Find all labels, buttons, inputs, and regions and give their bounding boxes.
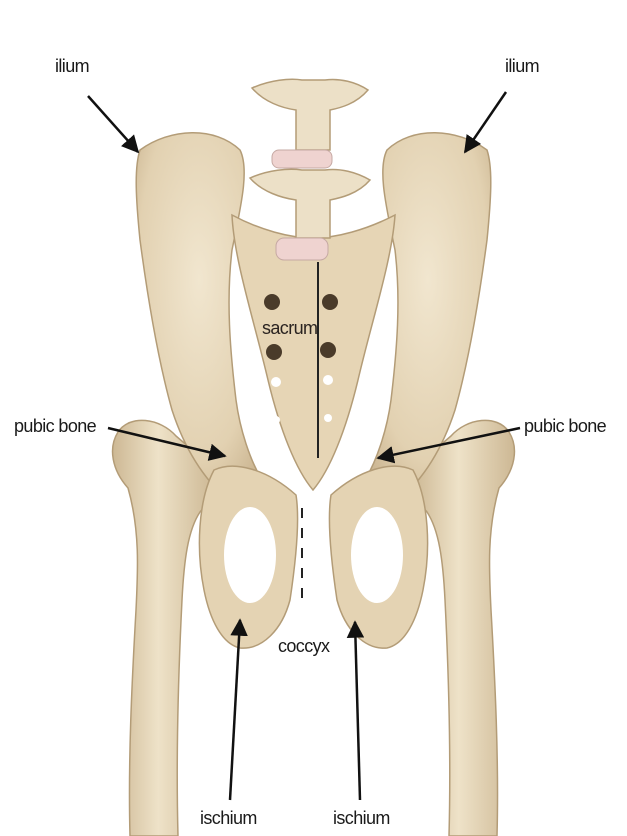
label-ilium-left: ilium (55, 56, 89, 76)
left-pubic-ischium-bone (199, 466, 297, 648)
label-pubic-bone-right: pubic bone (524, 416, 607, 436)
right-pubic-ischium-bone (329, 466, 427, 648)
label-ischium-right: ischium (333, 808, 390, 828)
ilium-left-leader (88, 96, 138, 152)
left-femur (113, 420, 214, 836)
label-pubic-bone-left: pubic bone (14, 416, 97, 436)
ischium-right-leader (355, 622, 360, 800)
ilium-right-leader (465, 92, 506, 152)
label-ilium-right: ilium (505, 56, 539, 76)
label-coccyx: coccyx (278, 636, 330, 656)
label-sacrum: sacrum (262, 318, 317, 338)
label-ischium-left: ischium (200, 808, 257, 828)
right-femur (413, 420, 514, 836)
